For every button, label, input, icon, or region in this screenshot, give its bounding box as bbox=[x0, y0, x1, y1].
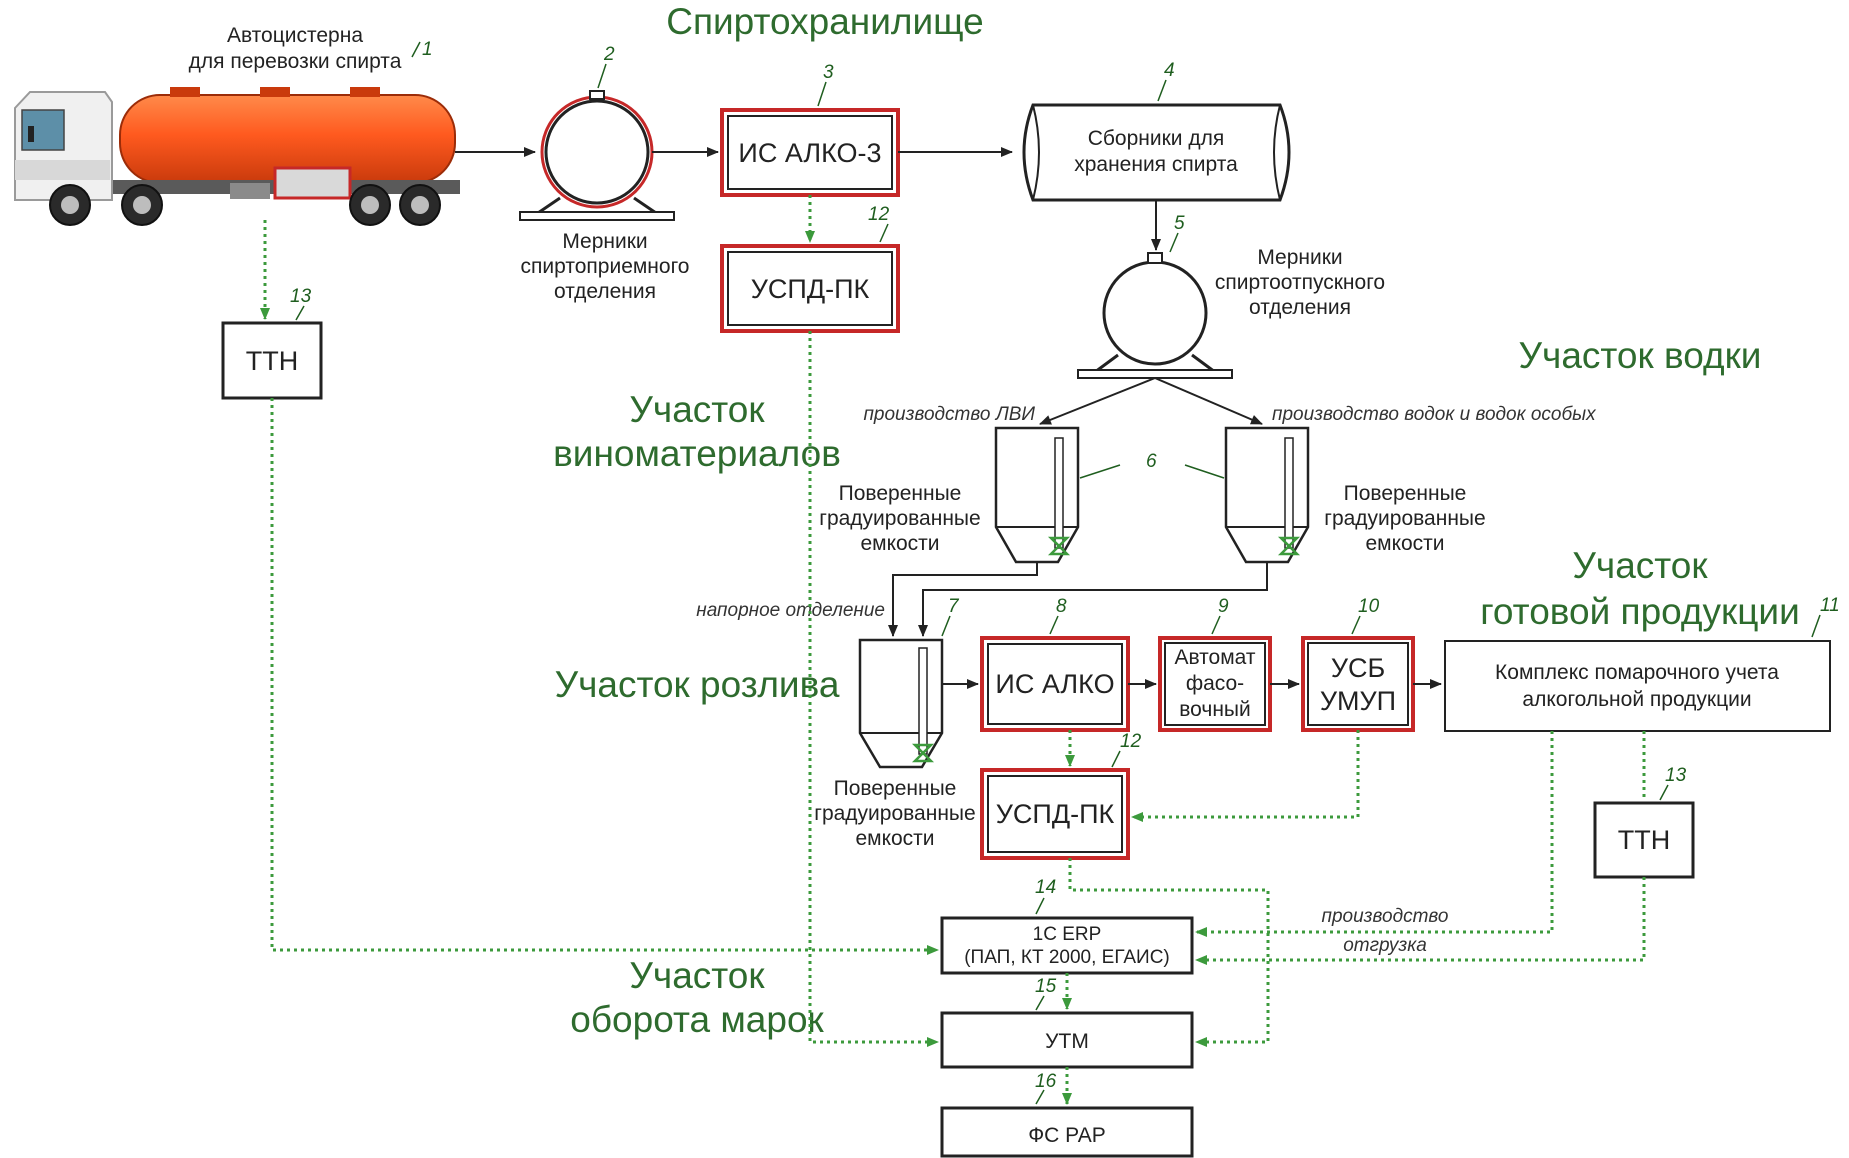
shipment-flow-label: отгрузка bbox=[1343, 935, 1427, 956]
ref-number-13-right: 13 bbox=[1665, 765, 1687, 786]
is-alko-label: ИС АЛКО bbox=[995, 669, 1114, 699]
usb-umup-box bbox=[1301, 636, 1415, 732]
production-flow-label: производство bbox=[1322, 906, 1449, 927]
dispense-meter-vessel bbox=[1077, 252, 1233, 379]
fsrar-label: ФС РАР bbox=[1028, 1124, 1106, 1147]
tank-bottling-label-line1: Поверенные bbox=[834, 777, 957, 800]
is-alko3-label: ИС АЛКО-3 bbox=[738, 138, 881, 168]
usb-umup-label-line2: УМУП bbox=[1320, 686, 1396, 716]
usb-umup-label-line1: УСБ bbox=[1331, 653, 1385, 683]
filling-machine-label-line1: Автомат bbox=[1174, 646, 1255, 669]
section-title-stamps-line1: Участок bbox=[629, 955, 765, 996]
tank-bottling-label-line3: емкости bbox=[855, 827, 934, 850]
ref-number-4: 4 bbox=[1164, 60, 1175, 81]
intake-meter-label-line1: Мерники bbox=[562, 230, 647, 253]
ref-number-7: 7 bbox=[948, 596, 960, 617]
section-title-stamps-line2: оборота марок bbox=[570, 999, 824, 1040]
section-title-finished-line1: Участок bbox=[1572, 545, 1708, 586]
fsrar-box bbox=[940, 1106, 1194, 1158]
section-title-vodka: Участок водки bbox=[1519, 335, 1762, 376]
truck-label-line1: Автоцистерна bbox=[227, 24, 363, 47]
ref-number-12-bottom: 12 bbox=[1120, 731, 1142, 752]
tank-right-label-line3: емкости bbox=[1365, 532, 1444, 555]
complex-label-line2: алкогольной продукции bbox=[1522, 688, 1751, 711]
ref-number-16: 16 bbox=[1035, 1071, 1057, 1092]
is-alko-box bbox=[980, 636, 1130, 732]
ttn-right-label: ТТН bbox=[1618, 825, 1670, 855]
storage-label-line1: Сборники для bbox=[1088, 127, 1225, 150]
uspd-bottom-box bbox=[980, 768, 1130, 860]
tanker-truck-image bbox=[14, 87, 460, 226]
filling-machine-box bbox=[1158, 636, 1272, 732]
pressure-dept-label: напорное отделение bbox=[696, 600, 885, 621]
ref-number-9: 9 bbox=[1218, 596, 1229, 617]
ttn-right-box bbox=[1593, 801, 1695, 879]
ref-number-11: 11 bbox=[1820, 595, 1840, 616]
tank-left-label-line3: емкости bbox=[860, 532, 939, 555]
intake-meter-label-line3: отделения bbox=[554, 280, 656, 303]
section-title-wine-line1: Участок bbox=[629, 389, 765, 430]
utm-box bbox=[940, 1011, 1194, 1069]
section-title-storage: Спиртохранилище bbox=[666, 1, 984, 42]
section-title-finished-line2: готовой продукции bbox=[1480, 591, 1800, 632]
truck-label-line2: для перевозки спирта bbox=[189, 50, 402, 73]
calibrated-tank-bottling bbox=[858, 638, 944, 769]
calibrated-tank-left bbox=[994, 426, 1080, 564]
ref-number-12-top: 12 bbox=[868, 204, 890, 225]
complex-label-line1: Комплекс помарочного учета bbox=[1495, 661, 1779, 684]
tank-bottling-label-line2: градуированные bbox=[814, 802, 975, 825]
filling-machine-label-line2: фасо- bbox=[1186, 672, 1244, 695]
ref-number-10: 10 bbox=[1358, 596, 1380, 617]
data-flow-arrows bbox=[260, 195, 1646, 1105]
tank-right-label-line2: градуированные bbox=[1324, 507, 1485, 530]
erp-box bbox=[940, 916, 1194, 975]
tank-right-label-line1: Поверенные bbox=[1344, 482, 1467, 505]
ref-number-1: 1 bbox=[422, 39, 433, 60]
ttn-left-label: ТТН bbox=[246, 346, 298, 376]
ref-number-8: 8 bbox=[1056, 596, 1067, 617]
uspd-bottom-label: УСПД-ПК bbox=[996, 799, 1115, 829]
ref-number-3: 3 bbox=[823, 62, 834, 83]
section-title-bottling: Участок розлива bbox=[555, 664, 840, 705]
branch-label-vodka: производство водок и водок особых bbox=[1272, 404, 1597, 425]
erp-label-line1: 1С ERP bbox=[1033, 924, 1102, 945]
tank-left-label-line2: градуированные bbox=[819, 507, 980, 530]
stamp-accounting-complex-box bbox=[1444, 640, 1831, 732]
tank-left-label-line1: Поверенные bbox=[839, 482, 962, 505]
ref-number-2: 2 bbox=[603, 44, 615, 65]
intake-meter-vessel bbox=[519, 90, 675, 221]
ref-number-13-left: 13 bbox=[290, 286, 312, 307]
dispense-meter-label-line1: Мерники bbox=[1257, 246, 1342, 269]
utm-label: УТМ bbox=[1045, 1030, 1089, 1053]
uspd-top-label: УСПД-ПК bbox=[751, 274, 870, 304]
ref-number-5: 5 bbox=[1174, 213, 1185, 234]
ref-number-14: 14 bbox=[1035, 877, 1056, 898]
branch-label-lvi: производство ЛВИ bbox=[863, 404, 1035, 425]
filling-machine-label-line3: вочный bbox=[1179, 698, 1251, 721]
storage-label-line2: хранения спирта bbox=[1074, 153, 1238, 176]
solid-flow-arrows bbox=[455, 147, 1442, 689]
calibrated-tank-right bbox=[1224, 426, 1310, 564]
ref-number-15: 15 bbox=[1035, 976, 1057, 997]
spirit-storage-tank bbox=[1022, 103, 1291, 202]
erp-label-line2: (ПАП, КТ 2000, ЕГАИС) bbox=[964, 947, 1170, 968]
dispense-meter-label-line3: отделения bbox=[1249, 296, 1351, 319]
is-alko3-box bbox=[720, 108, 900, 197]
dispense-meter-label-line2: спиртоотпускного bbox=[1215, 271, 1385, 294]
section-title-wine-line2: виноматериалов bbox=[553, 433, 841, 474]
ref-number-6: 6 bbox=[1146, 451, 1157, 472]
uspd-top-box bbox=[720, 244, 900, 333]
intake-meter-label-line2: спиртоприемного bbox=[521, 255, 690, 278]
